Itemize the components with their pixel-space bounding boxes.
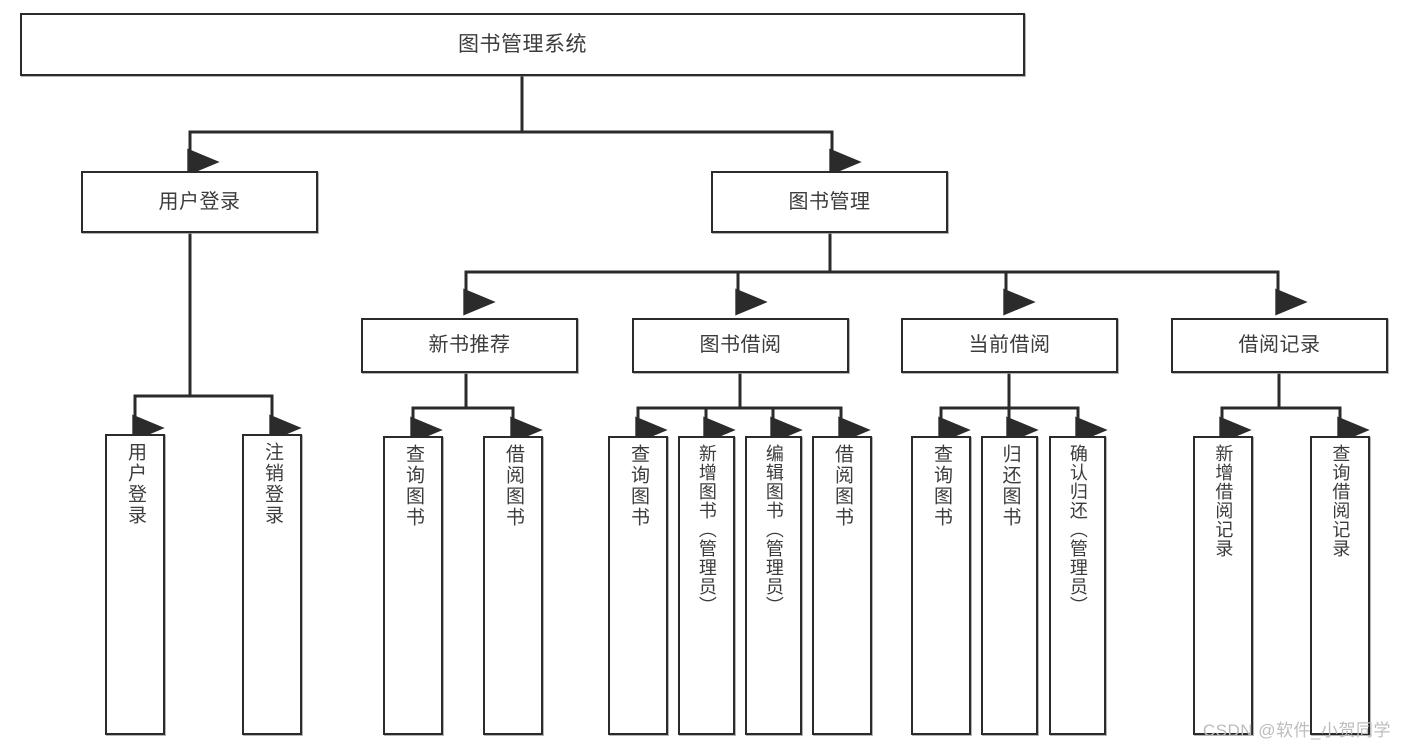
leaf-borrow-book-label: 借阅图书 bbox=[831, 444, 853, 528]
leaf-return-book[interactable]: 归还图书 bbox=[981, 436, 1038, 735]
node-borrow-record[interactable]: 借阅记录 bbox=[1171, 318, 1388, 373]
leaf-edit-book-admin-label: 编辑图书（管理员） bbox=[763, 444, 784, 615]
leaf-add-book-admin[interactable]: 新增图书（管理员） bbox=[678, 436, 735, 735]
node-new-book-recommend-label: 新书推荐 bbox=[428, 334, 511, 357]
leaf-borrow-book[interactable]: 借阅图书 bbox=[812, 436, 872, 735]
node-user-login-label: 用户登录 bbox=[158, 190, 241, 213]
node-book-borrow-label: 图书借阅 bbox=[699, 334, 782, 357]
node-new-book-recommend[interactable]: 新书推荐 bbox=[361, 318, 578, 373]
leaf-borrow-book-recommend-label: 借阅图书 bbox=[502, 444, 524, 528]
leaf-query-borrow-record[interactable]: 查询借阅记录 bbox=[1310, 436, 1370, 735]
node-book-management-label: 图书管理 bbox=[788, 190, 871, 213]
node-root-label: 图书管理系统 bbox=[458, 32, 587, 56]
leaf-edit-book-admin[interactable]: 编辑图书（管理员） bbox=[745, 436, 802, 735]
leaf-add-book-admin-label: 新增图书（管理员） bbox=[696, 444, 717, 615]
csdn-watermark: CSDN @软件_小贺同学 bbox=[1202, 721, 1391, 740]
leaf-query-book-recommend-label: 查询图书 bbox=[402, 444, 424, 528]
node-book-borrow[interactable]: 图书借阅 bbox=[632, 318, 849, 373]
node-current-borrow-label: 当前借阅 bbox=[968, 334, 1051, 357]
leaf-user-login[interactable]: 用户登录 bbox=[105, 434, 165, 735]
leaf-query-book-current[interactable]: 查询图书 bbox=[911, 436, 971, 735]
leaf-query-book-borrow[interactable]: 查询图书 bbox=[608, 436, 668, 735]
leaf-return-book-label: 归还图书 bbox=[999, 444, 1021, 528]
leaf-confirm-return-admin[interactable]: 确认归还（管理员） bbox=[1049, 436, 1106, 735]
node-root[interactable]: 图书管理系统 bbox=[20, 13, 1025, 76]
node-book-management[interactable]: 图书管理 bbox=[711, 171, 948, 233]
leaf-query-borrow-record-label: 查询借阅记录 bbox=[1330, 444, 1351, 558]
leaf-add-borrow-record[interactable]: 新增借阅记录 bbox=[1193, 436, 1253, 735]
leaf-borrow-book-recommend[interactable]: 借阅图书 bbox=[483, 436, 543, 735]
leaf-add-borrow-record-label: 新增借阅记录 bbox=[1213, 444, 1234, 558]
leaf-logout-label: 注销登录 bbox=[261, 442, 283, 526]
leaf-logout[interactable]: 注销登录 bbox=[242, 434, 302, 735]
leaf-confirm-return-admin-label: 确认归还（管理员） bbox=[1067, 444, 1088, 615]
leaf-query-book-recommend[interactable]: 查询图书 bbox=[383, 436, 443, 735]
node-borrow-record-label: 借阅记录 bbox=[1238, 334, 1321, 357]
leaf-query-book-borrow-label: 查询图书 bbox=[627, 444, 649, 528]
leaf-query-book-current-label: 查询图书 bbox=[930, 444, 952, 528]
node-user-login[interactable]: 用户登录 bbox=[81, 171, 318, 233]
leaf-user-login-label: 用户登录 bbox=[124, 442, 146, 526]
node-current-borrow[interactable]: 当前借阅 bbox=[901, 318, 1118, 373]
